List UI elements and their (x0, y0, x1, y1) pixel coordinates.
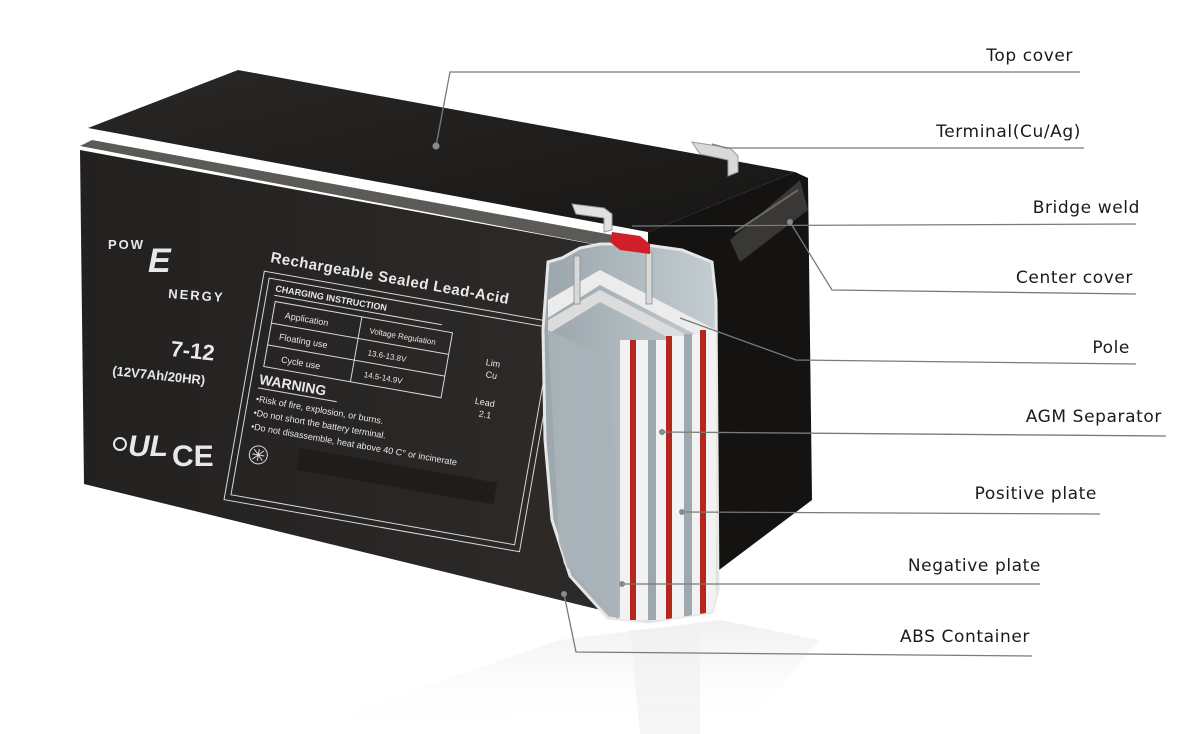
label-abs-container: ABS Container (900, 627, 1030, 647)
leader-agm-separator (661, 431, 1167, 437)
top-cover-rim (80, 140, 646, 254)
label-terminal: Terminal(Cu/Ag) (935, 122, 1081, 142)
leader-abs-container (563, 593, 1033, 657)
label-pole: Pole (1092, 338, 1130, 358)
bridge-weld (610, 232, 650, 254)
svg-text:Lim: Lim (485, 357, 501, 369)
label-top-cover: Top cover (985, 46, 1073, 66)
leader-bridge-weld (631, 223, 1137, 227)
leader-positive-plate (681, 511, 1101, 515)
svg-text:NERGY: NERGY (168, 286, 225, 305)
floor-reflection (300, 620, 820, 734)
leader-center-cover (789, 221, 1137, 295)
label-negative-plate: Negative plate (908, 556, 1041, 576)
svg-text:Cu: Cu (485, 369, 498, 381)
leader-pole (679, 317, 1137, 365)
svg-text:E: E (148, 242, 172, 280)
svg-text:CE: CE (172, 440, 214, 473)
label-bridge-weld: Bridge weld (1033, 198, 1140, 218)
svg-text:POW: POW (108, 237, 145, 252)
negative-plate (648, 340, 656, 620)
leader-terminal (711, 143, 1084, 149)
callout-labels: Top cover Terminal(Cu/Ag) Bridge weld Ce… (900, 46, 1162, 647)
front-face (80, 150, 650, 622)
top-cover (88, 70, 795, 232)
agm-separator (636, 340, 648, 620)
positive-plate (630, 340, 636, 620)
svg-text:UL: UL (128, 430, 168, 463)
label-agm-separator: AGM Separator (1026, 407, 1162, 427)
brand-logo: POW E NERGY (108, 237, 225, 305)
terminal (571, 141, 739, 233)
svg-text:Lead: Lead (474, 396, 495, 409)
cutaway-section (541, 232, 720, 624)
plate-stack (620, 330, 716, 620)
leader-lines (432, 71, 1167, 657)
label-center-cover: Center cover (1016, 268, 1133, 288)
label-positive-plate: Positive plate (975, 484, 1097, 504)
center-cover (730, 180, 808, 262)
certification-marks: UL CE (113, 430, 214, 473)
model-number: 7-12 (169, 336, 215, 365)
svg-text:2.1: 2.1 (478, 409, 492, 421)
leader-top-cover (435, 71, 1080, 147)
